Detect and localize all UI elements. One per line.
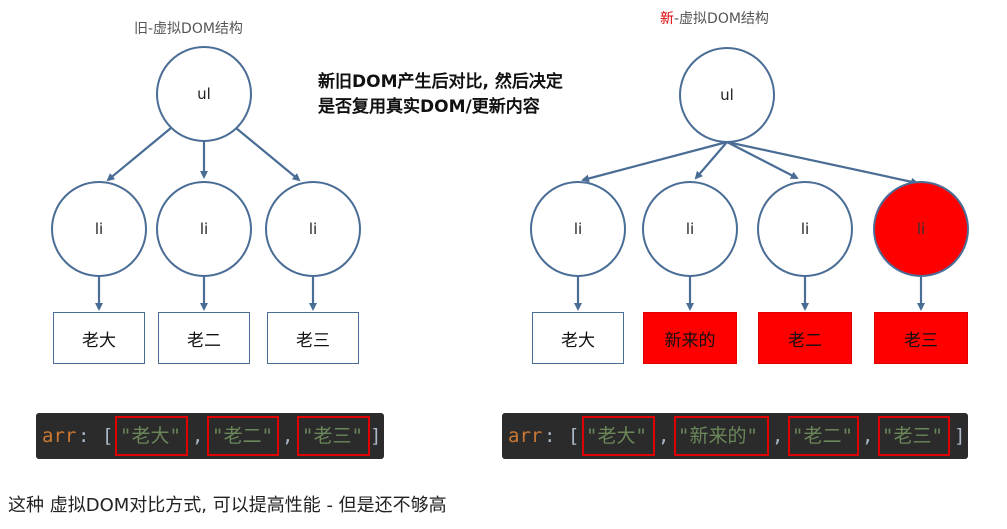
old-code-item-2: "老二" bbox=[212, 425, 273, 447]
edge-ul-li-2-new bbox=[694, 141, 728, 180]
edge-ul-li-3-old bbox=[235, 127, 301, 182]
new-tree-title-highlight: 新 bbox=[660, 11, 674, 27]
old-code-open: [ bbox=[102, 425, 114, 447]
new-ul-node: ul bbox=[679, 47, 775, 143]
old-li-node-3: li bbox=[265, 181, 361, 277]
new-code-sep-1: , bbox=[658, 425, 670, 447]
old-li-node-2: li bbox=[156, 181, 252, 277]
new-code-close: ] bbox=[954, 425, 966, 447]
old-text-node-1: 老大 bbox=[53, 312, 145, 364]
new-text-node-4-changed: 老三 bbox=[874, 312, 968, 364]
old-text-node-3: 老三 bbox=[267, 312, 359, 364]
new-tree-title: 新-虚拟DOM结构 bbox=[660, 8, 769, 28]
bottom-caption: 这种 虚拟DOM对比方式, 可以提高性能 - 但是还不够高 bbox=[8, 495, 447, 516]
new-code-sep-2: , bbox=[772, 425, 784, 447]
new-text-node-3-changed: 老二 bbox=[758, 312, 852, 364]
comparison-note-line-2: 是否复用真实DOM/更新内容 bbox=[318, 97, 540, 117]
comparison-note-line-1: 新旧DOM产生后对比, 然后决定 bbox=[318, 72, 563, 92]
edge-ul-li-1-old bbox=[106, 127, 172, 182]
new-tree-title-rest: -虚拟DOM结构 bbox=[674, 11, 769, 27]
old-text-node-2: 老二 bbox=[158, 312, 250, 364]
new-text-node-2-changed: 新来的 bbox=[643, 312, 737, 364]
new-code-highlight-4 bbox=[878, 416, 950, 456]
old-code-highlight-1 bbox=[115, 416, 188, 456]
old-tree-title: 旧-虚拟DOM结构 bbox=[134, 21, 243, 37]
edge-ul-li-3-new bbox=[726, 141, 799, 179]
new-code-highlight-3 bbox=[788, 416, 859, 456]
old-ul-node: ul bbox=[156, 46, 252, 142]
new-code-item-4: "老三" bbox=[882, 425, 943, 447]
edge-ul-li-1-new bbox=[581, 140, 728, 183]
new-code-var: arr bbox=[508, 425, 543, 447]
new-code-item-1: "老大" bbox=[586, 425, 647, 447]
old-array-code: arr : [ "老大" , "老二" , "老三" ] bbox=[36, 413, 384, 459]
old-code-sep-1: , bbox=[192, 425, 204, 447]
old-code-var: arr bbox=[42, 425, 77, 447]
new-text-node-1: 老大 bbox=[532, 312, 624, 364]
old-code-highlight-3 bbox=[297, 416, 370, 456]
edge-ul-li-4-new bbox=[726, 140, 919, 186]
new-li-node-1: li bbox=[530, 181, 626, 277]
old-code-item-1: "老大" bbox=[120, 425, 181, 447]
old-code-close: ] bbox=[370, 425, 382, 447]
new-li-node-2: li bbox=[642, 181, 738, 277]
old-code-highlight-2 bbox=[207, 416, 279, 456]
new-array-code: arr : [ "老大" , "新来的" , "老二" , "老三" ] bbox=[502, 413, 968, 459]
new-code-item-2: "新来的" bbox=[678, 425, 758, 447]
new-code-sep-3: , bbox=[862, 425, 874, 447]
new-li-node-3: li bbox=[757, 181, 853, 277]
comparison-note: 新旧DOM产生后对比, 然后决定 是否复用真实DOM/更新内容 bbox=[318, 70, 563, 120]
new-li-node-4-changed: li bbox=[873, 181, 969, 277]
new-code-colon: : bbox=[544, 425, 556, 447]
old-code-sep-2: , bbox=[282, 425, 294, 447]
new-code-highlight-1 bbox=[582, 416, 655, 456]
old-code-item-3: "老三" bbox=[302, 425, 363, 447]
old-li-node-1: li bbox=[51, 181, 147, 277]
old-code-colon: : bbox=[78, 425, 90, 447]
new-code-item-3: "老二" bbox=[792, 425, 853, 447]
new-code-open: [ bbox=[568, 425, 580, 447]
new-code-highlight-2 bbox=[674, 416, 769, 456]
